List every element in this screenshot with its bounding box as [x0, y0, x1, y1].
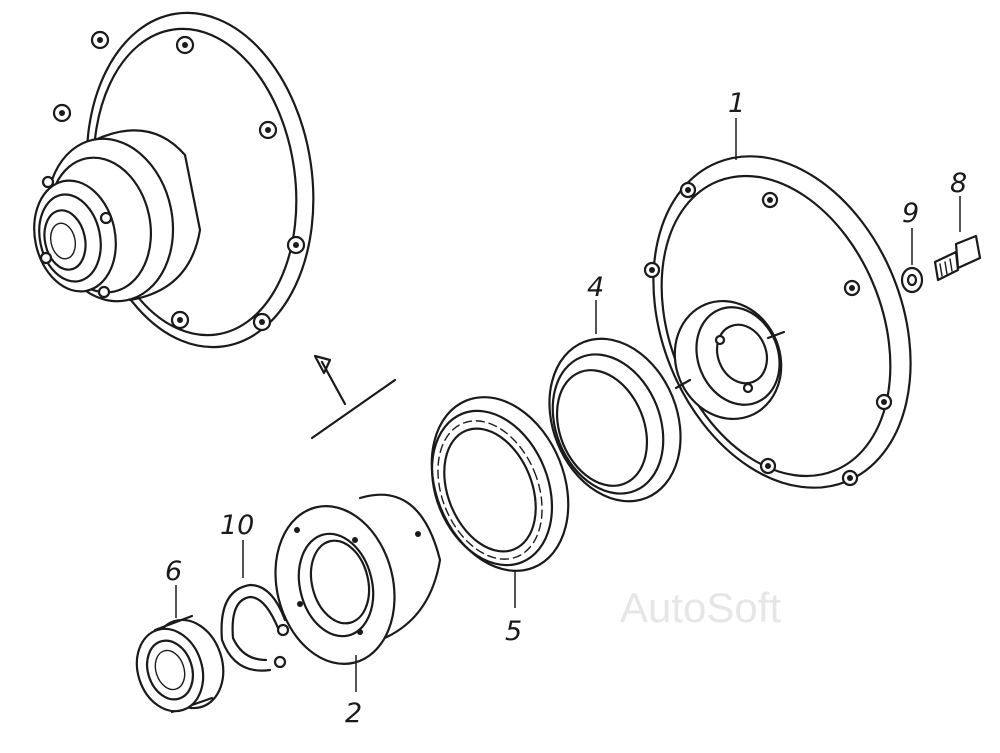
callout-4: 4	[587, 272, 604, 303]
cover-bolt-lugs	[643, 181, 893, 487]
assembled-housing-unit	[33, 11, 315, 349]
watermark: AutoSoft	[620, 584, 781, 631]
part-1-cover	[643, 155, 912, 489]
callout-2: 2	[345, 698, 362, 729]
part-4-seal-ring	[548, 337, 682, 503]
part-10-retaining-ring	[220, 583, 290, 672]
callout-leaders	[175, 118, 961, 692]
callout-8: 8	[950, 168, 967, 199]
callout-10: 10	[220, 510, 254, 541]
part-8-bolt	[933, 234, 982, 282]
callout-1: 1	[728, 88, 745, 119]
part-5-large-bearing	[430, 396, 570, 572]
part-2-bearing-housing	[274, 493, 442, 665]
part-6-small-bearing	[135, 614, 225, 714]
housing-bolt-lugs	[52, 30, 306, 332]
direction-arrow	[310, 354, 397, 440]
part-9-washer	[900, 266, 924, 294]
callout-5: 5	[505, 616, 522, 647]
callout-labels: 1 2 4 5 6 8 9 10	[165, 88, 967, 729]
callout-9: 9	[902, 198, 919, 229]
callout-6: 6	[165, 556, 182, 587]
